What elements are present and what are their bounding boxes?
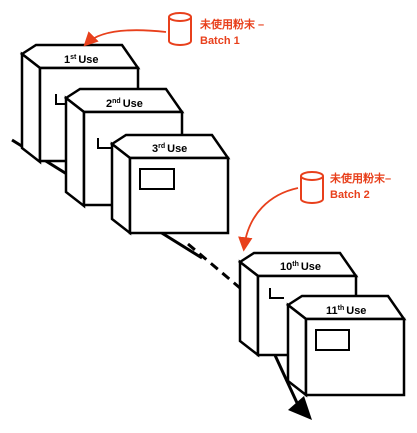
cylinder-icon xyxy=(300,171,324,204)
batch-2-subtitle: Batch 2 xyxy=(330,189,370,201)
batch-2-title: 未使用粉末– xyxy=(329,171,391,185)
batch-2-annotation: 未使用粉末– Batch 2 xyxy=(238,171,391,252)
batch-1-annotation: 未使用粉末 – Batch 1 xyxy=(83,12,264,47)
batch-1-title: 未使用粉末 – xyxy=(199,17,264,31)
cylinder-icon xyxy=(168,12,192,46)
box-use-3 xyxy=(109,133,231,236)
batch-1-subtitle: Batch 1 xyxy=(200,35,240,47)
box-use-11 xyxy=(285,294,407,398)
arrowhead-icon xyxy=(288,396,312,420)
batch-1-arrow xyxy=(83,29,167,47)
batch-2-arrow xyxy=(238,187,299,252)
